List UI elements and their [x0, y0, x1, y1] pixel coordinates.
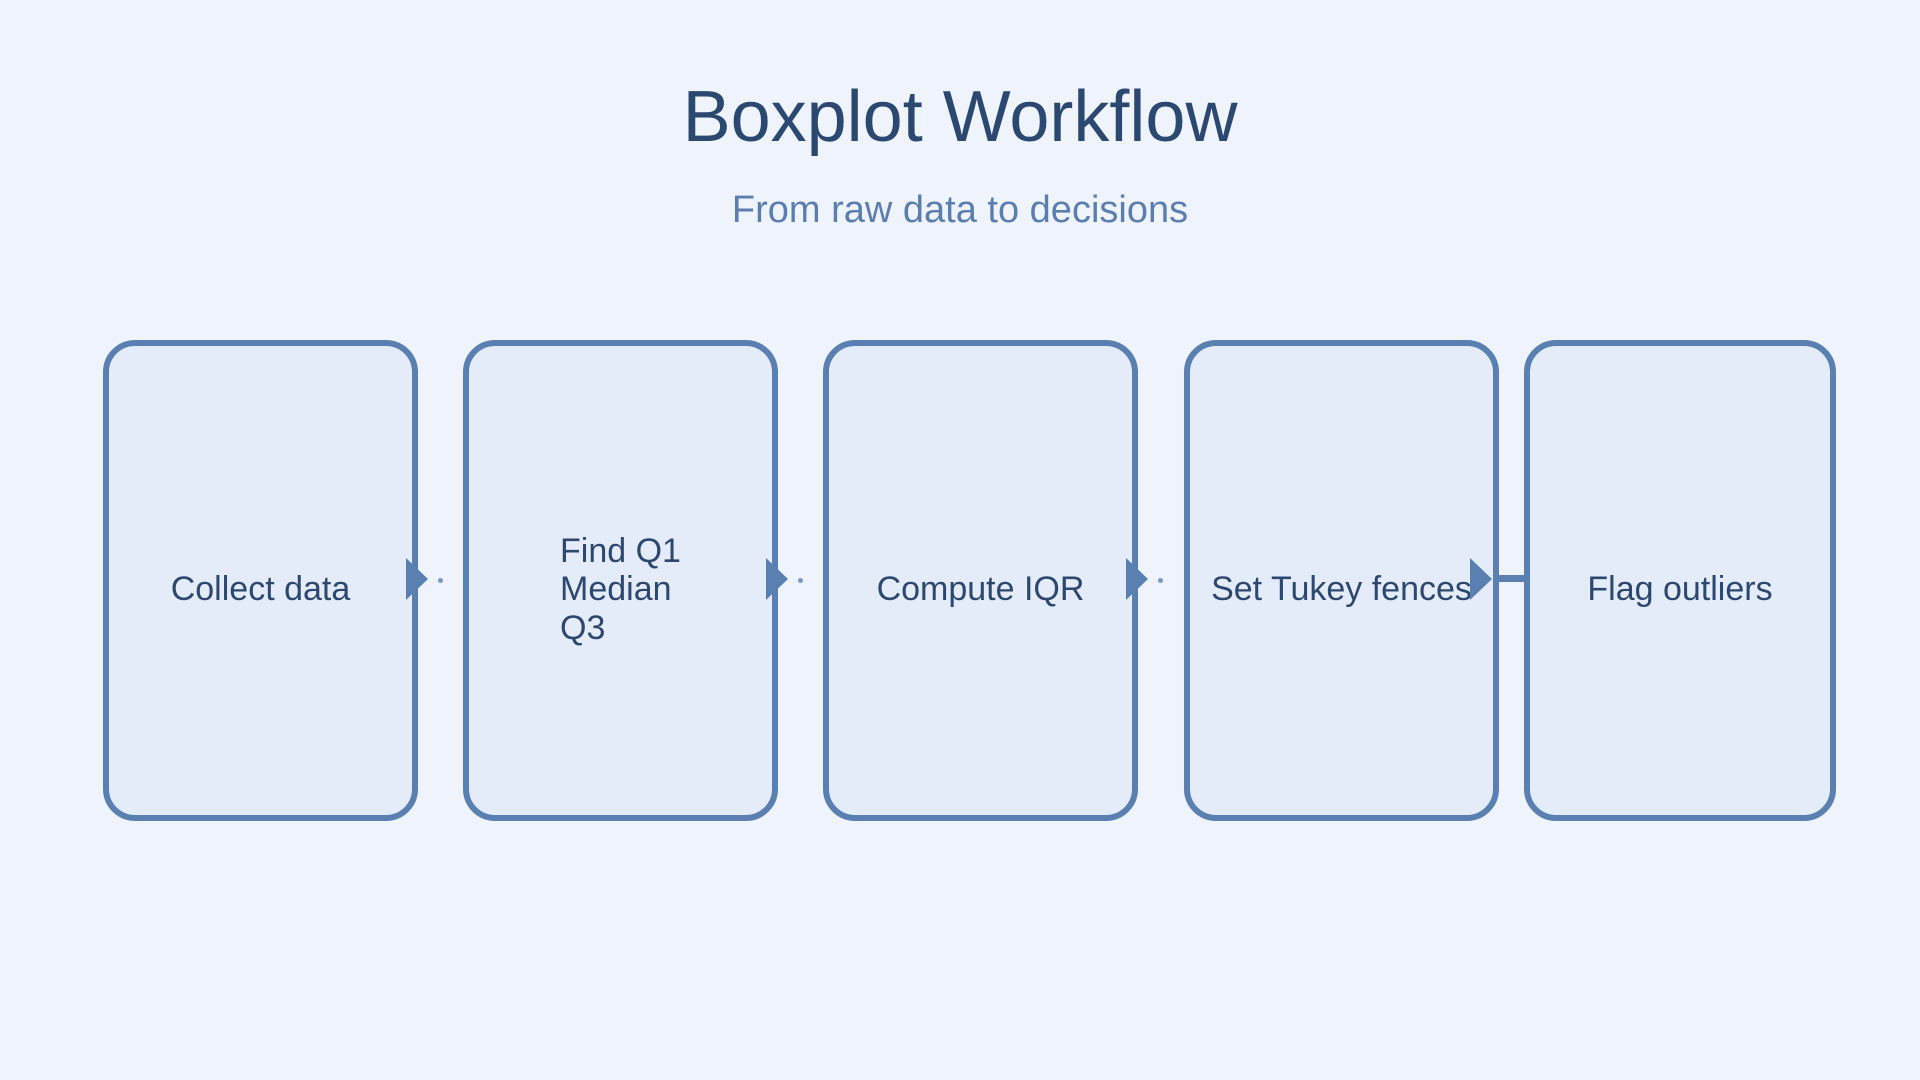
node-collect-data: Collect data: [103, 340, 418, 821]
node-flag-outliers-label: Flag outliers: [1587, 570, 1773, 609]
node-tukey-fences: Set Tukey fences: [1184, 340, 1499, 821]
edge-dot: [438, 578, 443, 583]
edge-dot: [798, 578, 803, 583]
node-compute-iqr: Compute IQR: [823, 340, 1138, 821]
arrowhead-icon: [1470, 558, 1492, 600]
edge-dot: [1158, 578, 1163, 583]
diagram-title: Boxplot Workflow: [682, 77, 1238, 157]
arrowhead-icon: [1126, 558, 1148, 600]
diagram-subtitle: From raw data to decisions: [731, 189, 1189, 231]
node-collect-data-label: Collect data: [170, 570, 351, 609]
node-tukey-fences-label: Set Tukey fences: [1211, 570, 1472, 609]
node-flag-outliers: Flag outliers: [1524, 340, 1836, 821]
arrowhead-icon: [766, 558, 788, 600]
node-quartiles-label: Find Q1 Median Q3: [560, 532, 681, 647]
node-compute-iqr-label: Compute IQR: [876, 570, 1085, 609]
edge-connector-line: [1494, 575, 1527, 582]
arrowhead-icon: [406, 558, 428, 600]
node-quartiles: Find Q1 Median Q3: [463, 340, 778, 821]
